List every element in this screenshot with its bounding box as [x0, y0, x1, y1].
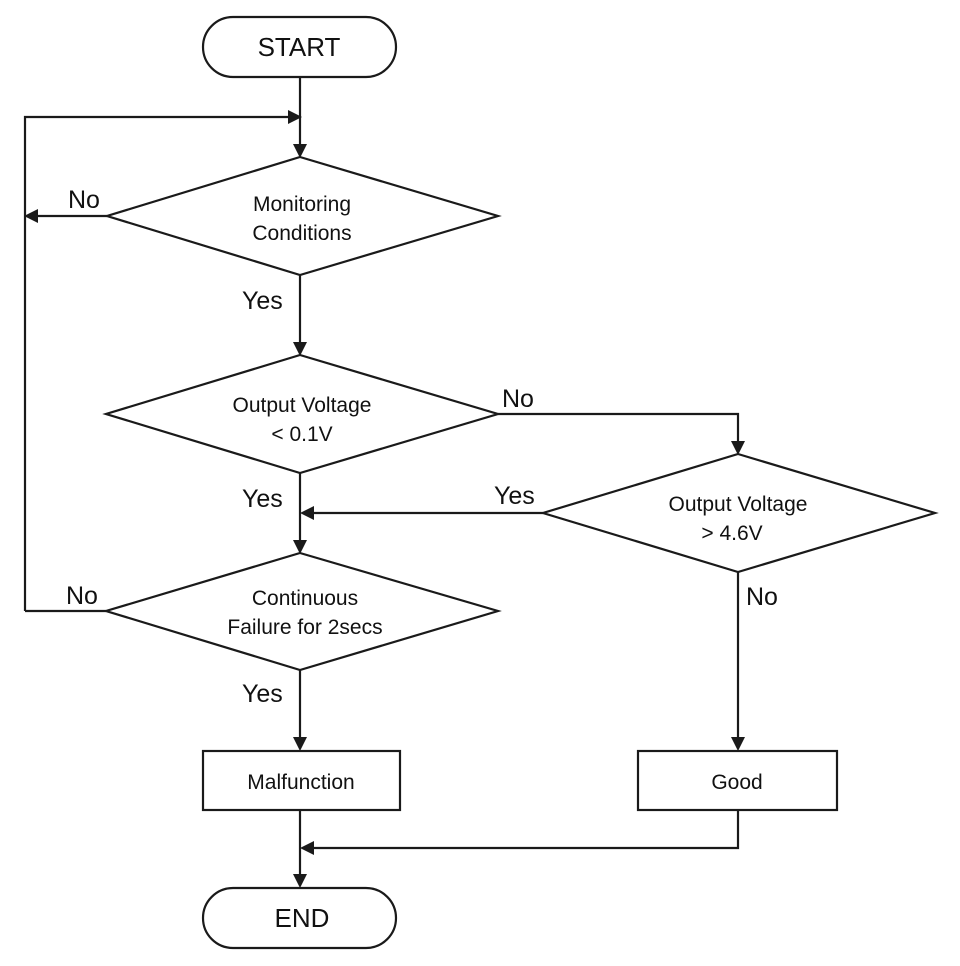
continuous-yes-label: Yes — [242, 680, 283, 708]
arrowhead-down — [293, 144, 307, 158]
arrowhead-down — [293, 874, 307, 888]
monitoring-label-line1: Monitoring — [253, 193, 351, 216]
connector-low-voltage-no — [498, 412, 740, 443]
low-voltage-label-line1: Output Voltage — [233, 394, 372, 417]
good-box: Good — [636, 749, 839, 812]
arrowhead-right — [288, 110, 302, 124]
low-voltage-yes-label: Yes — [242, 485, 283, 513]
high-voltage-decision: Output Voltage > 4.6V — [539, 452, 939, 574]
connector-good-to-end — [312, 810, 740, 850]
loop-back-connector — [23, 115, 290, 611]
arrowhead-left — [300, 841, 314, 855]
continuous-failure-decision: Continuous Failure for 2secs — [102, 551, 502, 672]
arrowhead-down — [293, 737, 307, 751]
start-label: START — [258, 32, 341, 62]
continuous-label-line2: Failure for 2secs — [227, 616, 382, 639]
low-voltage-label-line2: < 0.1V — [271, 423, 332, 446]
monitoring-decision: Monitoring Conditions — [103, 155, 502, 277]
malfunction-box: Malfunction — [201, 749, 402, 812]
continuous-no-label: No — [66, 582, 98, 610]
high-voltage-no-label: No — [746, 583, 778, 611]
malfunction-label: Malfunction — [247, 771, 354, 794]
good-label: Good — [711, 771, 762, 794]
end-label: END — [275, 903, 330, 933]
arrowhead-down — [731, 441, 745, 455]
arrowhead-down — [731, 737, 745, 751]
arrowhead-down — [293, 540, 307, 554]
monitoring-label-line2: Conditions — [252, 222, 351, 245]
arrowhead-down — [293, 342, 307, 356]
high-voltage-yes-label: Yes — [494, 482, 535, 510]
low-voltage-no-label: No — [502, 385, 534, 413]
monitoring-yes-label: Yes — [242, 287, 283, 315]
arrowhead-left — [300, 506, 314, 520]
monitoring-no-label: No — [68, 186, 100, 214]
high-voltage-label-line1: Output Voltage — [669, 493, 808, 516]
high-voltage-label-line2: > 4.6V — [701, 522, 762, 545]
end-terminal: END — [201, 886, 398, 950]
arrowhead-left — [24, 209, 38, 223]
continuous-label-line1: Continuous — [252, 587, 358, 610]
start-terminal: START — [201, 15, 398, 79]
low-voltage-decision: Output Voltage < 0.1V — [102, 353, 502, 475]
